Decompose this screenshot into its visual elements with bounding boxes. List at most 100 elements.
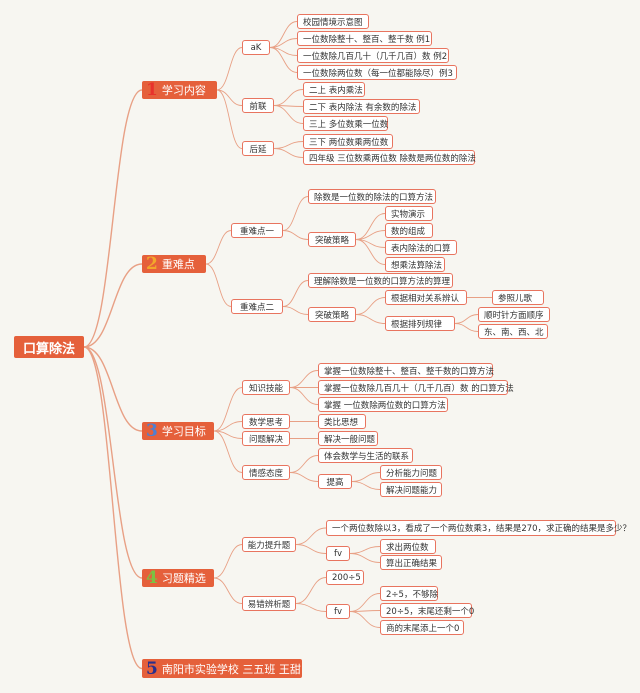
connector-38 xyxy=(289,387,319,405)
connector-12 xyxy=(273,89,304,106)
node-ak[interactable]: aK xyxy=(242,40,270,55)
connector-18 xyxy=(205,263,232,307)
leaf-number-composition[interactable]: 数的组成 xyxy=(385,223,433,238)
connector-34 xyxy=(213,430,243,439)
node-knowledge-skills[interactable]: 知识技能 xyxy=(242,380,290,395)
connector-44 xyxy=(351,481,381,490)
connector-5 xyxy=(216,47,243,91)
node-prior-link[interactable]: 前联 xyxy=(242,98,274,113)
leaf-add-zero[interactable]: 商的末尾添上一个0 xyxy=(380,620,464,635)
connector-46 xyxy=(213,577,243,604)
connector-19 xyxy=(282,196,309,231)
leaf-analogy[interactable]: 类比思想 xyxy=(318,414,366,429)
leaf-find-number[interactable]: 求出两位数 xyxy=(380,539,436,554)
leaf-solve-general[interactable]: 解决一般问题 xyxy=(318,431,378,446)
connector-41 xyxy=(289,455,319,473)
connector-1 xyxy=(83,263,143,348)
leaf-arrangement-rule[interactable]: 根据排列规律 xyxy=(385,316,455,331)
root-topic[interactable]: 口算除法 xyxy=(14,336,84,358)
leaf-campus-scene[interactable]: 校园情境示意图 xyxy=(297,14,369,29)
connector-32 xyxy=(213,387,243,432)
connector-4 xyxy=(83,346,143,670)
leaf-prior-2[interactable]: 二下 表内除法 有余数的除法 xyxy=(303,99,420,114)
leaf-directions[interactable]: 东、南、西、北 xyxy=(478,324,548,339)
node-error-problem[interactable]: 易错辨析题 xyxy=(242,596,296,611)
connector-26 xyxy=(282,306,309,315)
leaf-ext-1[interactable]: 三下 两位数乘两位数 xyxy=(303,134,393,149)
node-math-thinking[interactable]: 数学思考 xyxy=(242,414,290,429)
branch-number: 4 xyxy=(146,568,158,588)
leaf-example-1[interactable]: 一位数除整十、整百、整千数 例1 xyxy=(297,31,432,46)
leaf-solving-ability[interactable]: 解决问题能力 xyxy=(380,482,442,497)
leaf-goal-3[interactable]: 掌握 一位数除两位数的口算方法 xyxy=(318,397,448,412)
leaf-relative-relation[interactable]: 根据相对关系辨认 xyxy=(385,290,467,305)
leaf-object-demo[interactable]: 实物演示 xyxy=(385,206,433,221)
connector-20 xyxy=(282,230,309,240)
connector-33 xyxy=(213,421,243,432)
leaf-multiply-divide[interactable]: 想乘法算除法 xyxy=(385,257,445,272)
node-strategy-2[interactable]: 突破策略 xyxy=(308,307,356,322)
connector-22 xyxy=(355,230,386,240)
branch-number: 3 xyxy=(146,421,158,441)
connector-6 xyxy=(216,89,243,106)
connector-16 xyxy=(273,148,304,158)
branch-number: 2 xyxy=(146,254,158,274)
connector-45 xyxy=(213,544,243,579)
leaf-goal-1[interactable]: 掌握一位数除整十、整百、整千数的口算方法 xyxy=(318,363,494,378)
node-extension[interactable]: 后延 xyxy=(242,141,274,156)
connector-55 xyxy=(349,611,381,628)
connector-3 xyxy=(83,346,143,579)
node-improve[interactable]: 提高 xyxy=(318,474,352,489)
connector-8 xyxy=(269,21,298,48)
node-fv-1[interactable]: fv xyxy=(326,546,350,561)
leaf-prior-3[interactable]: 三上 多位数乘一位数 xyxy=(303,116,388,131)
leaf-20-div-5[interactable]: 20÷5，末尾还剩一个0 xyxy=(380,603,474,618)
connector-50 xyxy=(349,553,381,563)
connector-51 xyxy=(295,577,327,604)
connector-30 xyxy=(454,314,479,324)
leaf-nursery-rhyme[interactable]: 参照儿歌 xyxy=(492,290,544,305)
node-strategy-1[interactable]: 突破策略 xyxy=(308,232,356,247)
leaf-example-3[interactable]: 一位数除两位数（每一位都能除尽）例3 xyxy=(297,65,457,80)
connector-17 xyxy=(205,230,232,265)
connector-0 xyxy=(83,89,143,348)
leaf-correct-result[interactable]: 算出正确结果 xyxy=(380,555,442,570)
leaf-clockwise-order[interactable]: 顺时针方面顺序 xyxy=(478,307,550,322)
node-ability-problem[interactable]: 能力提升题 xyxy=(242,537,296,552)
connector-11 xyxy=(269,47,298,73)
branch-number: 1 xyxy=(146,80,158,100)
leaf-prior-1[interactable]: 二上 表内乘法 xyxy=(303,82,365,97)
leaf-example-2[interactable]: 一位数除几百几十（几千几百）数 例2 xyxy=(297,48,449,63)
leaf-table-division[interactable]: 表内除法的口算 xyxy=(385,240,457,255)
node-key-point-1[interactable]: 重难点一 xyxy=(231,223,283,238)
leaf-problem-statement[interactable]: 一个两位数除以3，看成了一个两位数乘3，结果是270，求正确的结果是多少？ xyxy=(326,520,631,536)
branch-title: 学习内容 xyxy=(161,84,206,97)
node-fv-2[interactable]: fv xyxy=(326,604,350,619)
leaf-analysis-ability[interactable]: 分析能力问题 xyxy=(380,465,442,480)
connector-31 xyxy=(454,323,479,332)
connector-14 xyxy=(273,105,304,124)
connector-27 xyxy=(355,297,386,315)
leaf-goal-2[interactable]: 掌握一位数除几百几十（几千几百）数 的口算方法 xyxy=(318,380,514,395)
leaf-understand-reason[interactable]: 理解除数是一位数的口算方法的算理 xyxy=(308,273,453,288)
connector-53 xyxy=(349,593,381,612)
leaf-method[interactable]: 除数是一位数的除法的口算方法 xyxy=(308,189,436,204)
leaf-math-life[interactable]: 体会数学与生活的联系 xyxy=(318,448,413,463)
leaf-200-div-5[interactable]: 200÷5 xyxy=(326,570,364,585)
connector-35 xyxy=(213,430,243,473)
leaf-2-div-5[interactable]: 2÷5，不够除 xyxy=(380,586,438,601)
connector-2 xyxy=(83,346,143,432)
node-attitude[interactable]: 情感态度 xyxy=(242,465,290,480)
connector-25 xyxy=(282,280,309,307)
connector-9 xyxy=(269,38,298,48)
node-problem-solving[interactable]: 问题解决 xyxy=(242,431,290,446)
node-key-point-2[interactable]: 重难点二 xyxy=(231,299,283,314)
leaf-ext-2[interactable]: 四年级 三位数乘两位数 除数是两位数的除法 xyxy=(303,150,476,165)
